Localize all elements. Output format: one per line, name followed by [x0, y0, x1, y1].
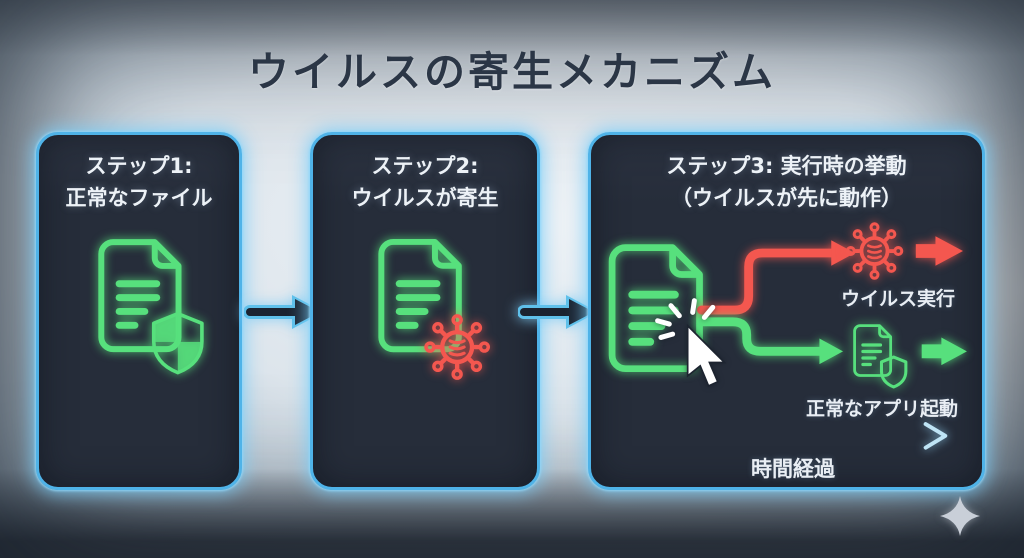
virus-icon [845, 221, 904, 281]
step1-panel: ステップ1: 正常なファイル [36, 132, 242, 490]
virus-branch-label: ウイルス実行 [840, 288, 955, 310]
step3-flow-diagram [591, 221, 967, 450]
step3-panel: ステップ3: 実行時の挙動 （ウイルスが先に動作） [588, 132, 985, 490]
step3-heading-line2: （ウイルスが先に動作） [671, 185, 902, 210]
time-axis-label: 時間経過 [751, 457, 835, 481]
step2-heading-line1: ステップ2: [371, 154, 479, 178]
sparkle-icon [940, 496, 980, 536]
document-shield-icon [39, 135, 239, 487]
step2-heading-line2: ウイルスが寄生 [351, 185, 499, 210]
step1-heading-line1: ステップ1: [85, 154, 193, 178]
step3-heading: ステップ3: 実行時の挙動 （ウイルスが先に動作） [591, 151, 982, 214]
step2-heading: ステップ2: ウイルスが寄生 [313, 151, 537, 214]
time-axis [620, 422, 948, 450]
step1-heading-line2: 正常なファイル [65, 185, 213, 210]
step3-heading-line1: ステップ3: 実行時の挙動 [666, 154, 907, 178]
document-virus-icon [313, 135, 537, 487]
step2-panel: ステップ2: ウイルスが寄生 [310, 132, 540, 490]
app-branch-label: 正常なアプリ起動 [805, 398, 958, 420]
step1-heading: ステップ1: 正常なファイル [39, 151, 239, 214]
page-title: ウイルスの寄生メカニズム [248, 48, 776, 96]
